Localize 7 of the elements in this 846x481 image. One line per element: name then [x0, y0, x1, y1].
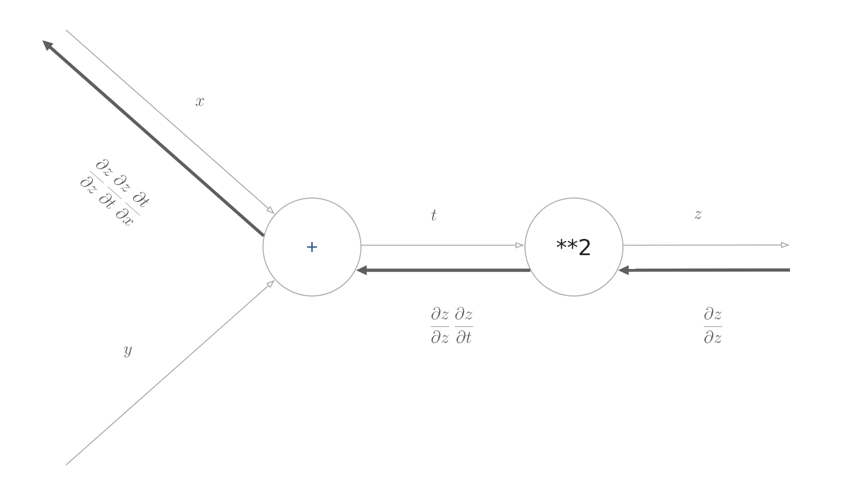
edge-label: $\frac{\partial z}{\partial z}$	[704, 306, 722, 344]
edge-label: $t$	[431, 210, 437, 220]
edge-label: $x$	[196, 98, 204, 106]
edge-label: $y$	[124, 346, 132, 358]
edge-label: $z$	[694, 211, 702, 219]
edge-label: $\frac{\partial z}{\partial z}\,\frac{\partial z}{\partial t}$	[430, 306, 474, 344]
edge-label: $\frac{\partial z}{\partial z}\,\frac{\partial z}{\partial t}\,\frac{\partial t}{\partial x}$	[80, 159, 150, 226]
